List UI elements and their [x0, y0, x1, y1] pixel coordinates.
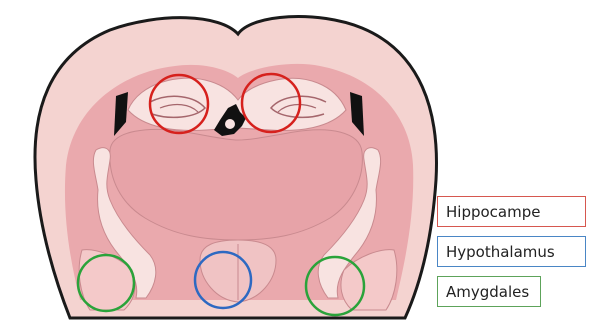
legend-hippocampus-label: Hippocampe: [446, 203, 540, 221]
legend-hypothalamus: Hypothalamus: [437, 236, 586, 267]
third-ventricle-hole: [225, 119, 235, 129]
legend-hypothalamus-label: Hypothalamus: [446, 243, 555, 261]
legend-amygdala-label: Amygdales: [446, 283, 529, 301]
legend-amygdala: Amygdales: [437, 276, 541, 307]
legend-hippocampus: Hippocampe: [437, 196, 586, 227]
